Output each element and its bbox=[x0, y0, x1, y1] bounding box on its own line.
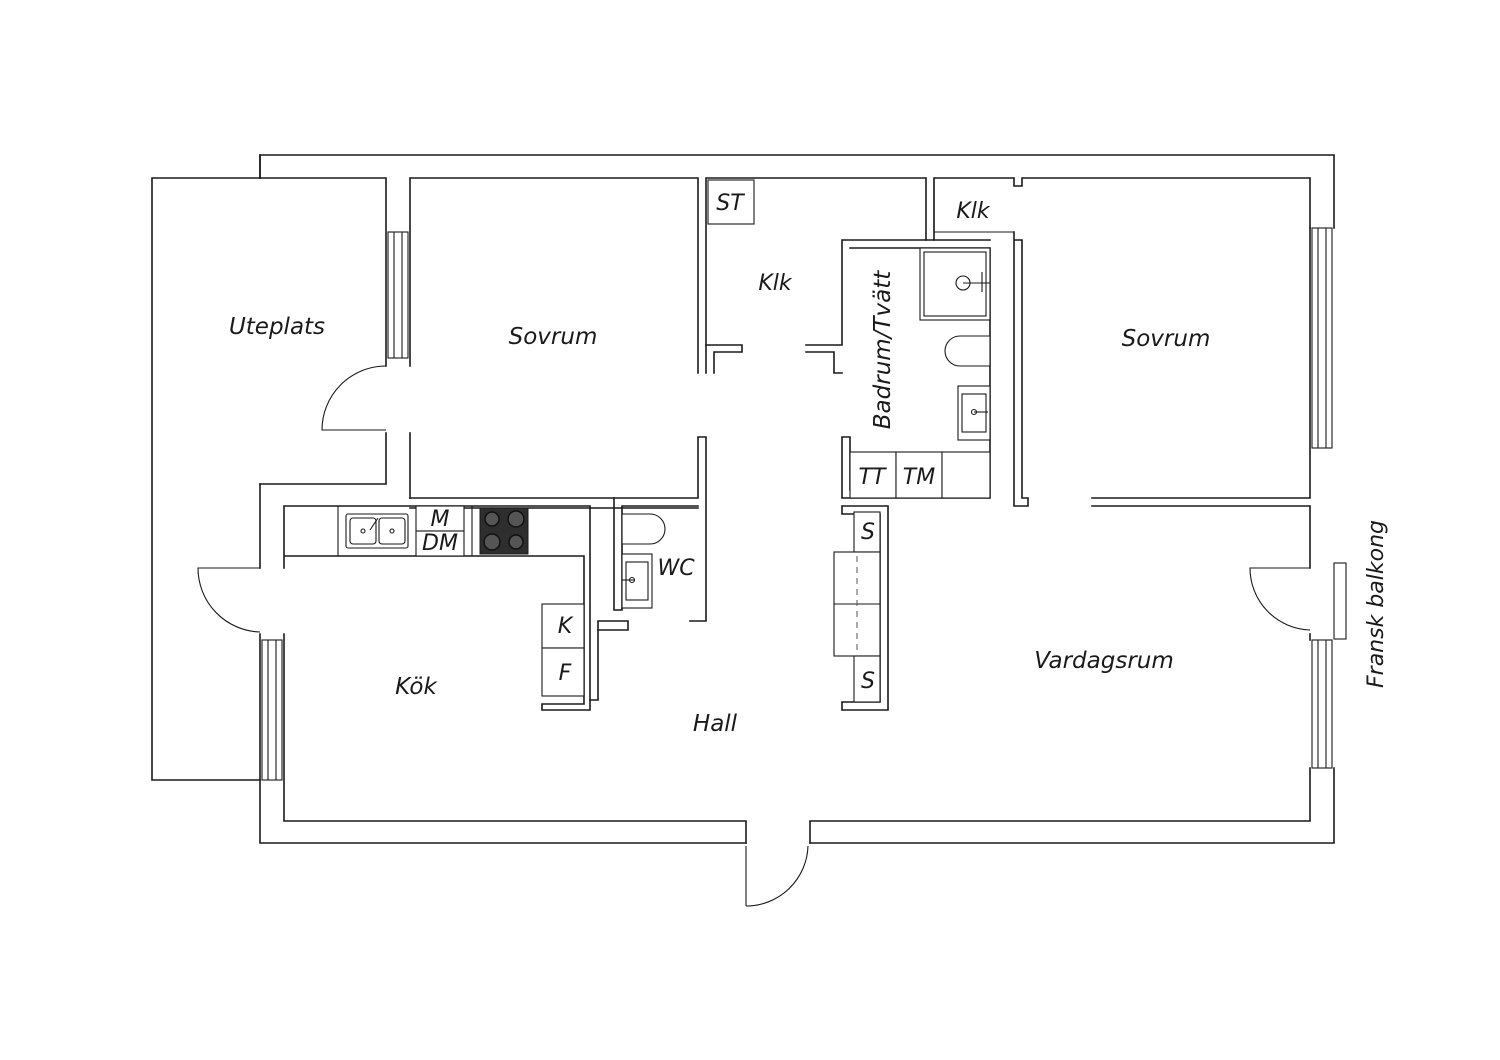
washbasin-icon bbox=[957, 385, 991, 441]
label-dm: DM bbox=[422, 531, 458, 556]
kitchen-counter bbox=[337, 505, 585, 697]
label-tt: TT bbox=[859, 465, 887, 490]
label-st: ST bbox=[716, 191, 745, 216]
klk-right-box bbox=[933, 178, 1014, 233]
wc-washbasin-icon bbox=[621, 553, 653, 609]
label-s-top: S bbox=[861, 520, 875, 545]
label-hall: Hall bbox=[693, 711, 738, 737]
label-f: F bbox=[559, 661, 572, 686]
sink-icon bbox=[345, 513, 409, 549]
interior-walls bbox=[283, 177, 1311, 711]
laundry-machines bbox=[849, 451, 991, 499]
room-labels: Uteplats Sovrum ST Klk Klk Badrum/Tvätt … bbox=[229, 191, 1389, 737]
label-sovrum-left: Sovrum bbox=[509, 324, 598, 350]
label-badrum: Badrum/Tvätt bbox=[870, 270, 896, 429]
st-cabinet bbox=[707, 179, 755, 225]
label-wc: WC bbox=[657, 556, 695, 581]
label-tm: TM bbox=[903, 465, 935, 490]
label-s-bottom: S bbox=[861, 669, 875, 694]
stove-icon bbox=[479, 507, 529, 555]
wardrobe-s bbox=[833, 511, 881, 703]
label-klk-right: Klk bbox=[956, 199, 991, 224]
exterior-walls bbox=[151, 154, 1335, 844]
label-uteplats: Uteplats bbox=[229, 314, 325, 340]
door-swing-icon bbox=[197, 365, 1311, 907]
label-klk-mid: Klk bbox=[758, 271, 793, 296]
toilet-icon bbox=[944, 335, 991, 367]
label-kok: Kök bbox=[395, 674, 438, 700]
wc-toilet-icon bbox=[621, 513, 666, 545]
label-m: M bbox=[431, 507, 450, 532]
label-sovrum-right: Sovrum bbox=[1122, 326, 1211, 352]
label-fransk-balkong: Fransk balkong bbox=[1364, 520, 1389, 688]
shower-icon bbox=[919, 247, 991, 321]
label-k: K bbox=[558, 614, 574, 639]
window-icon bbox=[261, 227, 1347, 781]
label-vardagsrum: Vardagsrum bbox=[1034, 648, 1174, 674]
